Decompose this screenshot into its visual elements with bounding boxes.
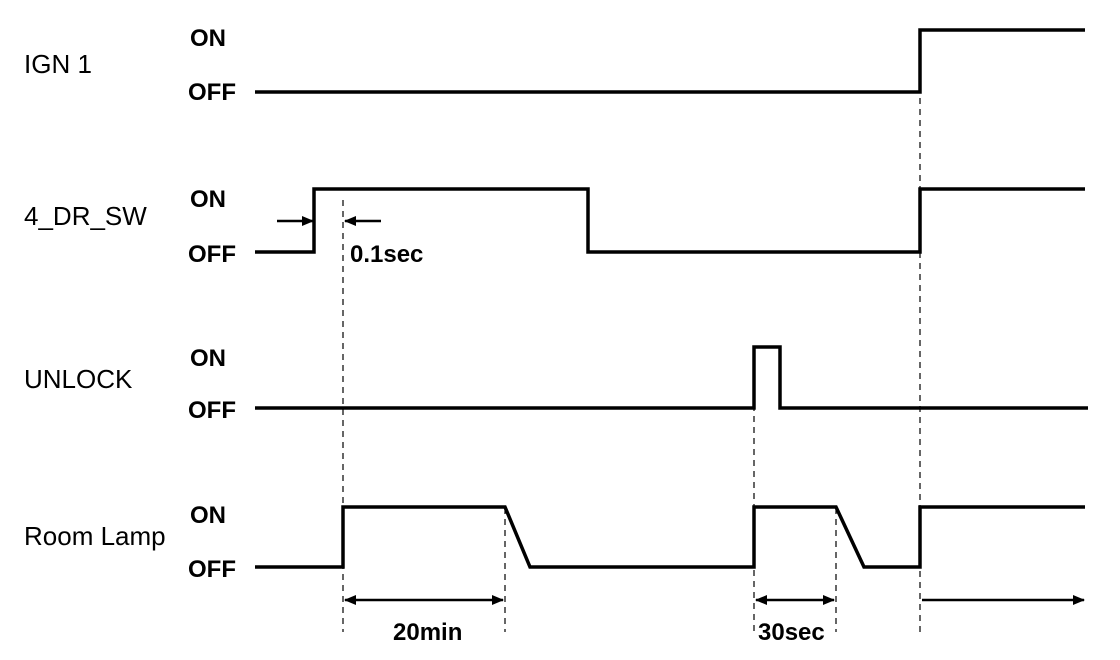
level-off-label-dr-sw: OFF xyxy=(188,241,236,268)
duration-label-30sec: 30sec xyxy=(758,619,825,646)
signal-name-ign1: IGN 1 xyxy=(24,49,92,79)
waveform-unlock xyxy=(255,345,1088,410)
level-off-label-unlock: OFF xyxy=(188,397,236,424)
waveform-dr-sw xyxy=(255,187,1085,254)
level-off-label-room-lamp: OFF xyxy=(188,556,236,583)
level-on-label-room-lamp: ON xyxy=(190,502,226,529)
signal-name-unlock: UNLOCK xyxy=(24,364,133,394)
debounce-time-label: 0.1sec xyxy=(350,241,423,268)
signal-row-ign1: IGN 1 ON OFF xyxy=(24,25,1085,106)
signal-row-unlock: UNLOCK ON OFF xyxy=(24,345,1088,424)
waveform-room-lamp xyxy=(255,505,1085,569)
signal-name-room-lamp: Room Lamp xyxy=(24,521,166,551)
level-off-label-ign1: OFF xyxy=(188,79,236,106)
level-on-label-unlock: ON xyxy=(190,345,226,372)
level-on-label-ign1: ON xyxy=(190,25,226,52)
signal-row-dr-sw: 4_DR_SW ON OFF 0.1sec xyxy=(24,186,1085,268)
signal-name-dr-sw: 4_DR_SW xyxy=(24,201,147,231)
signal-row-room-lamp: Room Lamp ON OFF 20min 30sec xyxy=(24,502,1085,646)
waveform-ign1 xyxy=(255,28,1085,94)
level-on-label-dr-sw: ON xyxy=(190,186,226,213)
duration-label-20min: 20min xyxy=(393,619,462,646)
